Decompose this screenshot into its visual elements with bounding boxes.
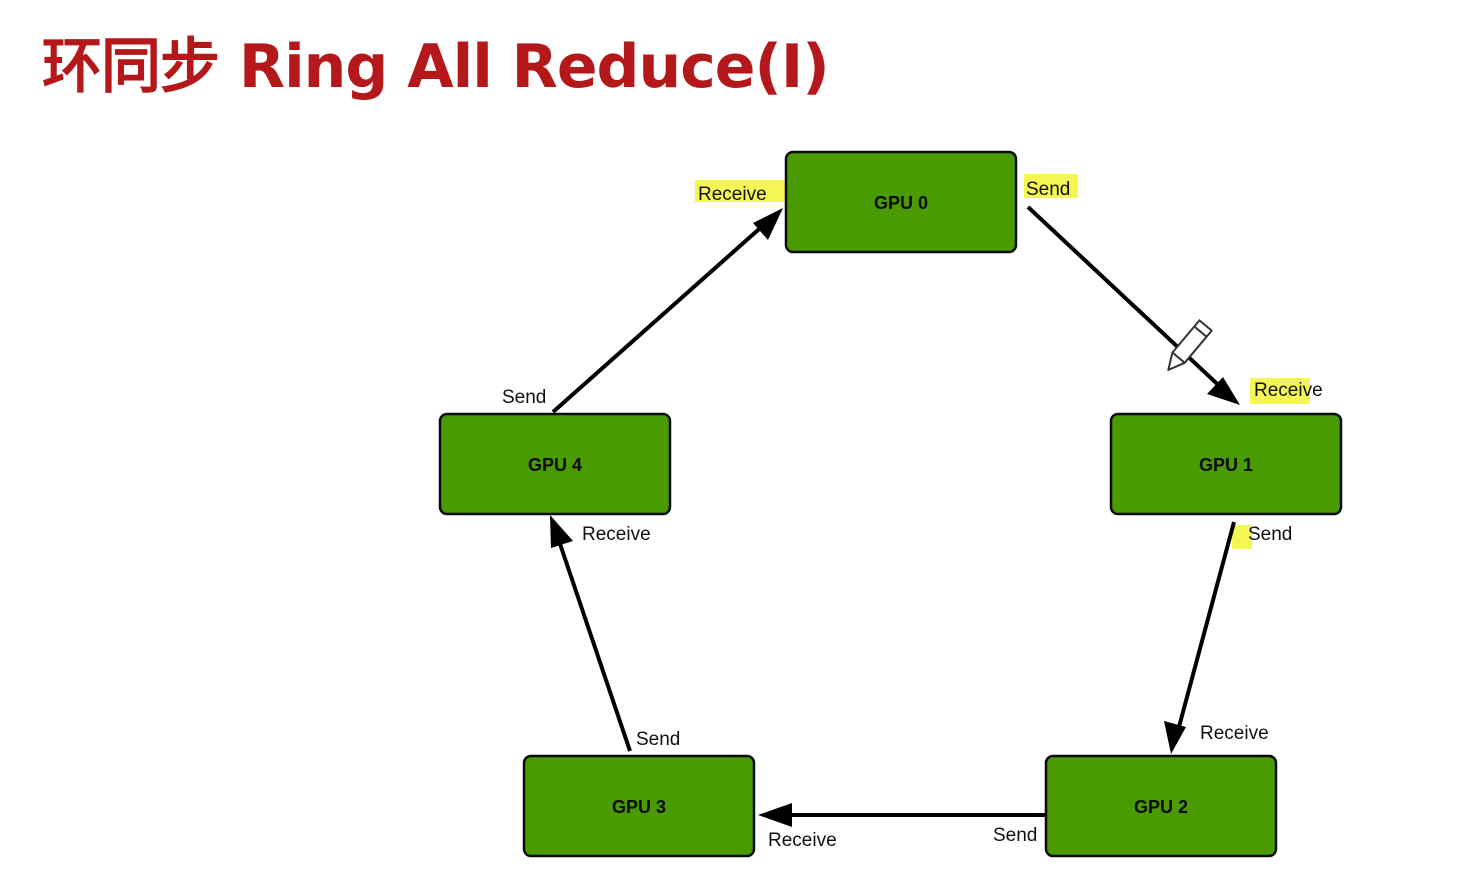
highlight-receive-gpu1: [1250, 378, 1310, 404]
slide-title: 环同步 Ring All Reduce(I): [42, 32, 830, 102]
arrowhead: [1164, 721, 1186, 754]
edge-gpu3-gpu4: [550, 515, 632, 752]
receive-label-gpu2: Receive: [1200, 723, 1269, 744]
send-label-gpu2: Send: [993, 825, 1037, 846]
edge-gpu0-gpu1: [1026, 205, 1240, 405]
send-label-gpu3: Send: [636, 729, 680, 750]
gpu-node-label: GPU 4: [528, 455, 582, 475]
gpu-node-label: GPU 1: [1199, 455, 1253, 475]
arrow-line: [554, 531, 632, 752]
gpu-node-box: [784, 150, 1018, 254]
receive-label-gpu3: Receive: [768, 830, 837, 851]
gpu-node-1: GPU 1: [1109, 412, 1343, 516]
send-label-gpu4: Send: [502, 387, 546, 408]
gpu-node-2: GPU 2: [1044, 754, 1278, 858]
send-label-gpu1: Send: [1248, 524, 1292, 545]
arrowhead: [550, 515, 573, 548]
edge-gpu1-gpu2: [1164, 521, 1236, 754]
receive-label-gpu1: Receive: [1254, 380, 1323, 401]
pencil-cursor-icon: [1167, 319, 1213, 371]
gpu-node-box: [522, 754, 756, 858]
gpu-node-label: GPU 2: [1134, 797, 1188, 817]
arrow-line: [1026, 205, 1230, 396]
gpu-node-label: GPU 0: [874, 193, 928, 213]
send-label-gpu0: Send: [1026, 179, 1070, 200]
gpu-node-label: GPU 3: [612, 797, 666, 817]
highlight-send-gpu1: [1232, 525, 1252, 549]
gpu-node-0: GPU 0: [784, 150, 1018, 254]
arrow-line: [551, 220, 769, 414]
arrowhead: [1207, 377, 1240, 405]
gpu-node-3: GPU 3: [522, 754, 756, 858]
highlight-send-gpu0: [1024, 174, 1078, 198]
arrow-line: [1174, 521, 1236, 739]
gpu-node-box: [1109, 412, 1343, 516]
gpu-node-box: [438, 412, 672, 516]
gpu-node-4: GPU 4: [438, 412, 672, 516]
edge-gpu2-gpu3: [758, 803, 1046, 827]
arrowhead: [758, 803, 792, 827]
highlight-receive-gpu0: [695, 180, 791, 202]
receive-label-gpu4: Receive: [582, 524, 651, 545]
gpu-node-box: [1044, 754, 1278, 858]
arrowhead: [753, 208, 783, 240]
receive-label-gpu0: Receive: [698, 184, 767, 205]
edge-gpu4-gpu0: [551, 208, 783, 414]
